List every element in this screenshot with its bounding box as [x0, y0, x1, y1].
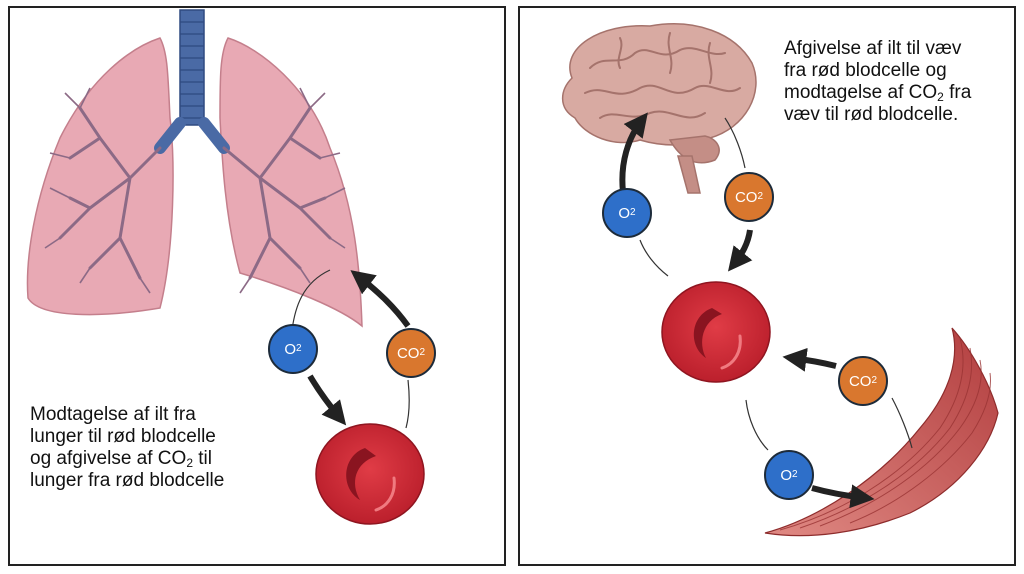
caption-line-3-subscript: 2 — [186, 456, 193, 470]
caption-line-1: Afgivelse af ilt til væv — [784, 38, 962, 59]
caption-line-3-tail: fra — [943, 82, 972, 103]
o2-label: O — [780, 466, 793, 484]
caption-line-2: lunger til rød blodcelle — [30, 426, 216, 447]
caption-line-3-text: modtagelse af CO — [784, 82, 938, 103]
caption-line-3: modtagelse af CO2 fra — [784, 82, 971, 104]
co2-to-rbc-arrow — [728, 229, 753, 272]
co2-to-lungs-arrow — [350, 270, 411, 328]
red-blood-cell-icon — [315, 423, 425, 525]
red-blood-cell-icon — [661, 281, 771, 383]
o2-to-rbc-arrow — [307, 374, 347, 426]
lungs-illustration — [26, 9, 425, 525]
tissue-caption: Afgivelse af ilt til væv fra rød blodcel… — [784, 38, 971, 126]
co2-label: CO — [848, 372, 872, 390]
lungs-icon — [26, 9, 363, 328]
o2-label: O — [284, 340, 297, 358]
caption-line-3-text: og afgivelse af CO — [30, 448, 187, 469]
co2-label: CO — [734, 188, 758, 206]
caption-line-1: Modtagelse af ilt fra — [30, 404, 196, 425]
co2-label: CO — [396, 344, 420, 362]
caption-line-3-subscript: 2 — [937, 90, 944, 104]
caption-line-4: væv til rød blodcelle. — [784, 104, 959, 125]
caption-line-3: og afgivelse af CO2 til — [30, 448, 224, 470]
tissue-illustration — [561, 23, 999, 537]
lungs-caption: Modtagelse af ilt fra lunger til rød blo… — [30, 404, 224, 492]
co2-from-muscle-arrow — [782, 347, 837, 372]
brain-icon — [561, 23, 757, 194]
o2-to-brain-arrow — [619, 112, 648, 193]
o2-label: O — [618, 204, 631, 222]
o2-to-muscle-arrow — [811, 484, 875, 509]
caption-line-3-tail: til — [193, 448, 212, 469]
caption-line-2: fra rød blodcelle og — [784, 60, 947, 81]
caption-line-4: lunger fra rød blodcelle — [30, 470, 225, 491]
